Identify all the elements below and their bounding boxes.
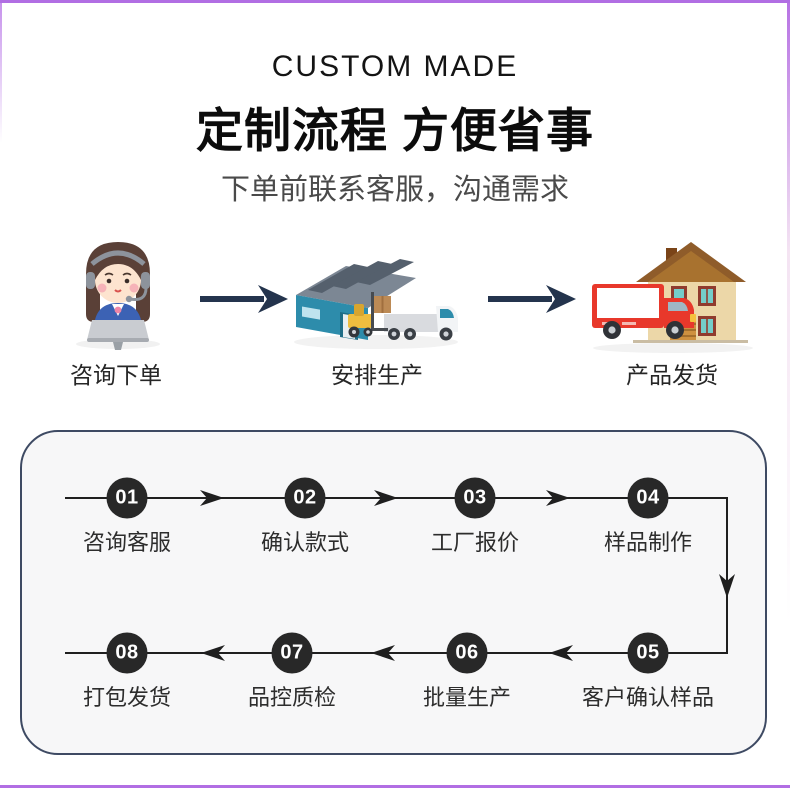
top-accent-border [0,0,790,3]
page-subtitle: 下单前联系客服，沟通需求 [220,174,569,206]
step-label: 咨询客服 [82,530,172,555]
step-number-badge: 02 [284,477,326,519]
stage-arrow-icon [486,283,578,320]
bottom-accent-border [0,785,790,788]
right-accent-border [787,3,790,623]
factory-loading-icon [288,240,468,360]
delivery-truck-house-icon [578,226,758,363]
step-number-badge: 04 [627,477,669,519]
left-accent-border [0,3,2,143]
process-flow-lines [65,490,735,661]
stage-label: 咨询下单 [70,362,162,388]
step-label: 批量生产 [422,685,512,710]
step-label: 品控质检 [247,685,337,710]
step-label: 打包发货 [82,685,172,710]
page-title: 定制流程 方便省事 [195,104,595,157]
step-label: 工厂报价 [430,530,520,555]
step-number-badge: 01 [106,477,148,519]
step-label: 确认款式 [260,530,350,555]
step-label: 客户确认样品 [581,685,715,710]
step-label: 样品制作 [603,530,693,555]
customer-service-agent-icon [60,230,176,355]
stage-label: 产品发货 [626,362,718,388]
step-number-badge: 07 [271,632,313,674]
process-steps-panel: 01 咨询客服 02 确认款式 03 工厂报价 04 样品制作 05 客户确认样… [20,430,767,755]
stage-label: 安排生产 [331,362,423,388]
stage-arrow-icon [198,283,290,320]
step-number-badge: 03 [454,477,496,519]
step-number-badge: 06 [446,632,488,674]
eyebrow-text: CUSTOM MADE [271,50,519,83]
step-number-badge: 05 [627,632,669,674]
step-number-badge: 08 [106,632,148,674]
